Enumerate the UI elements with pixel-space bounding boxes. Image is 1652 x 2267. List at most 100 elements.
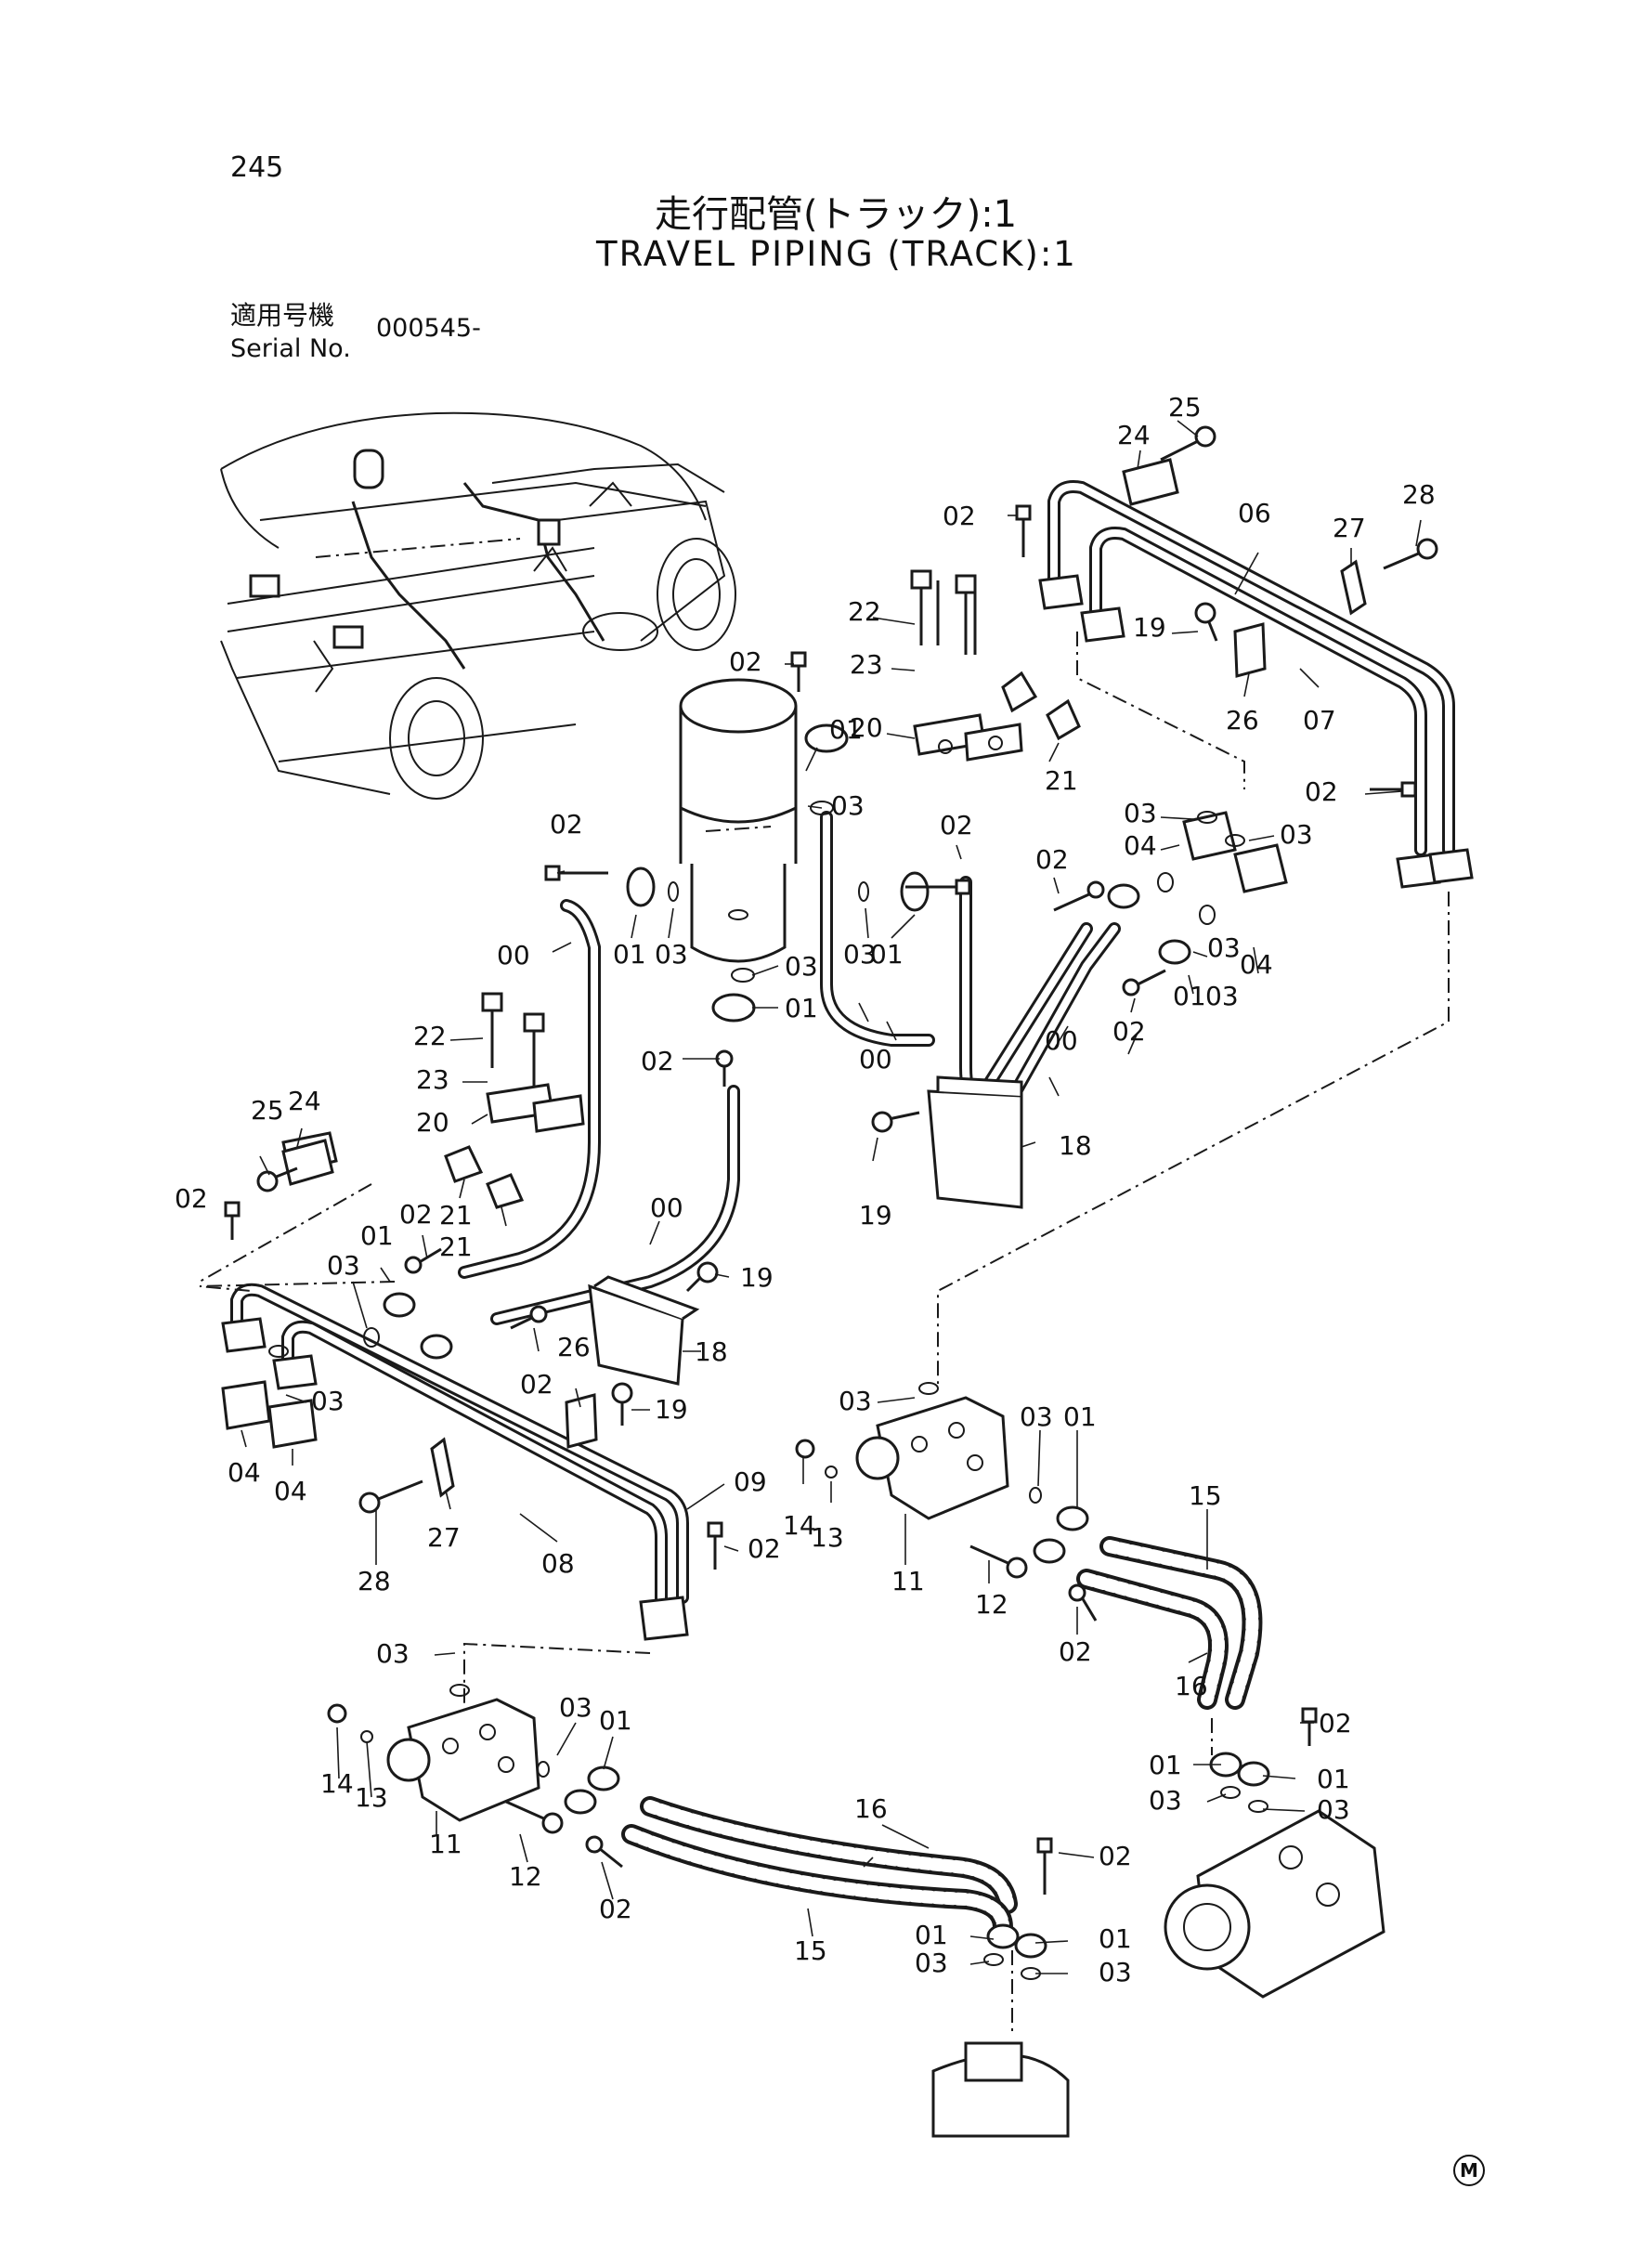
- page-number: 245: [230, 151, 284, 184]
- callout-label: 13: [355, 1782, 388, 1813]
- callout-label: 12: [509, 1861, 542, 1892]
- callout-label: 02: [940, 810, 973, 840]
- callout-label: 20: [416, 1107, 449, 1138]
- callout-label: 15: [794, 1935, 827, 1966]
- callout-label: 04: [1124, 830, 1157, 861]
- o-rings: [268, 801, 1268, 1980]
- callout-label: 02: [599, 1894, 632, 1924]
- callout-label: 01: [1099, 1923, 1132, 1954]
- callout-label: 26: [1226, 705, 1259, 736]
- callout-label: 15: [1189, 1480, 1222, 1511]
- callout-label: 27: [427, 1522, 461, 1553]
- flexible-hoses: [621, 1536, 1263, 1937]
- callout-label: 28: [1402, 479, 1436, 510]
- manual-mark-letter: M: [1460, 2159, 1478, 2182]
- callout-label: 02: [399, 1199, 433, 1230]
- callout-label: 03: [311, 1386, 345, 1416]
- callout-label: 02: [520, 1369, 553, 1400]
- callout-label: 01: [360, 1220, 394, 1251]
- serial-label-en: Serial No.: [230, 334, 351, 363]
- callout-label: 02: [550, 809, 583, 840]
- callout-label: 04: [274, 1476, 307, 1506]
- callout-label: 01: [870, 939, 904, 970]
- callout-label: 01: [915, 1920, 948, 1950]
- callout-label: 22: [413, 1021, 447, 1051]
- callout-label: 02: [748, 1533, 781, 1564]
- callout-label: 01: [1317, 1764, 1350, 1794]
- callout-label: 04: [228, 1457, 261, 1488]
- callout-label: 03: [1124, 798, 1157, 828]
- page-title-en: TRAVEL PIPING (TRACK):1: [596, 234, 1077, 274]
- callout-label: 11: [891, 1566, 925, 1596]
- callout-label: 01: [1149, 1750, 1182, 1780]
- callout-label: 03: [1317, 1794, 1350, 1825]
- callout-label: 03: [1207, 932, 1241, 963]
- callout-label: 03: [1099, 1957, 1132, 1987]
- clamp-assembly-upper: [910, 569, 1081, 762]
- callout-label: 01: [599, 1705, 632, 1736]
- callout-label: 03: [831, 790, 865, 821]
- callout-label: 27: [1333, 513, 1366, 543]
- callout-label: 03: [1205, 981, 1239, 1011]
- callout-labels: 25 24 28 02 06 27 22 19 02 23 26 07 20 0…: [175, 392, 1436, 1987]
- callout-label: 23: [850, 649, 883, 680]
- callout-label: 03: [785, 951, 818, 982]
- callout-label: 02: [175, 1183, 208, 1214]
- callout-label: 11: [429, 1829, 462, 1859]
- callout-label: 16: [854, 1793, 888, 1824]
- steel-pipes: [230, 480, 1455, 1622]
- callout-label: 03: [1020, 1401, 1053, 1432]
- serial-label-ja: 適用号機: [230, 300, 335, 331]
- callout-label: 14: [783, 1510, 816, 1541]
- callout-label: 02: [1112, 1016, 1146, 1047]
- callout-label: 13: [811, 1522, 844, 1553]
- callout-label: 02: [641, 1046, 674, 1076]
- callout-label: 00: [497, 940, 530, 971]
- callout-label: 24: [1117, 420, 1151, 450]
- callout-label: 19: [655, 1394, 688, 1425]
- callout-label: 01: [1173, 981, 1206, 1011]
- assembly-dash-lines: [199, 632, 1450, 2034]
- callout-label: 03: [843, 939, 877, 970]
- callout-label: 19: [1133, 612, 1166, 643]
- callout-label: 01: [1063, 1401, 1097, 1432]
- callout-label: 02: [943, 501, 976, 531]
- bolts: [224, 425, 1438, 1895]
- callout-label: 02: [1305, 776, 1338, 807]
- callout-label: 08: [541, 1548, 575, 1579]
- callout-label: 21: [439, 1200, 473, 1231]
- callout-label: 22: [848, 596, 881, 627]
- callout-label: 00: [859, 1044, 892, 1075]
- callout-label: 28: [358, 1566, 391, 1596]
- center-joint-assembly: [679, 678, 798, 963]
- page-title-ja: 走行配管(トラック):1: [655, 193, 1018, 236]
- callout-label: 03: [1280, 819, 1313, 850]
- callout-label: 04: [1240, 949, 1273, 980]
- callout-label: 18: [695, 1336, 728, 1367]
- callout-label: 01: [785, 993, 818, 1023]
- callout-label: 07: [1303, 705, 1336, 736]
- callout-label: 20: [850, 712, 883, 743]
- callout-label: 19: [859, 1200, 892, 1231]
- callout-label: 21: [1045, 765, 1078, 796]
- callout-label: 21: [439, 1231, 473, 1262]
- callout-label: 03: [376, 1638, 410, 1669]
- callout-label: 16: [1175, 1671, 1208, 1701]
- manual-mark: M: [1453, 2155, 1485, 2186]
- callout-label: 23: [416, 1064, 449, 1095]
- callout-label: 00: [1045, 1025, 1078, 1056]
- callout-label: 24: [288, 1086, 321, 1116]
- callout-label: 02: [729, 646, 762, 677]
- callout-label: 02: [1319, 1708, 1352, 1739]
- components: [221, 458, 1474, 2138]
- callout-label: 25: [1168, 392, 1202, 423]
- callout-label: 02: [1035, 844, 1069, 875]
- callout-label: 18: [1059, 1130, 1092, 1161]
- callout-label: 19: [740, 1262, 774, 1293]
- callout-label: 03: [915, 1948, 948, 1978]
- callout-label: 06: [1238, 498, 1271, 528]
- machine-overview-illustration: [220, 411, 736, 800]
- callout-label: 00: [650, 1192, 683, 1223]
- callout-label: 14: [320, 1768, 354, 1799]
